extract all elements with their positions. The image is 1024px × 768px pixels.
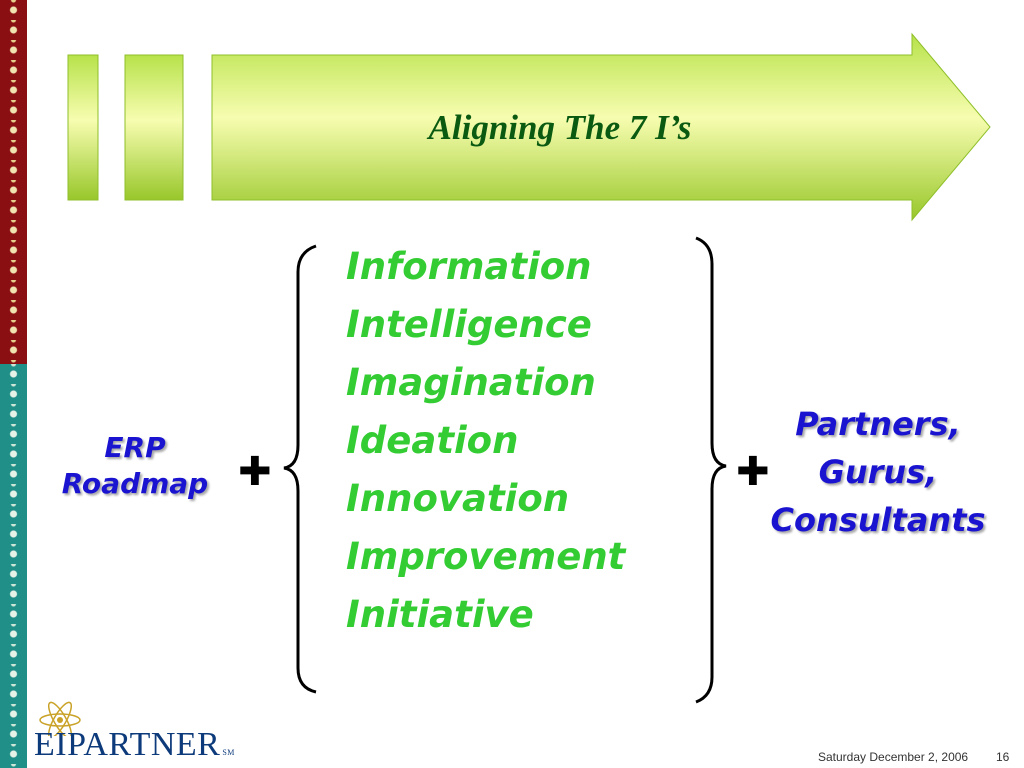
- list-item: Information: [346, 245, 592, 288]
- logo-name: EIPARTNER: [34, 726, 221, 763]
- erp-roadmap-label: ERP Roadmap: [40, 430, 230, 502]
- plus-sign-left: ✚: [238, 449, 272, 495]
- list-item: Improvement: [346, 535, 626, 578]
- seven-i-list: Information Intelligence Imagination Ide…: [346, 238, 625, 644]
- atom-icon: [39, 701, 81, 736]
- banner-arrow-shape: [211, 32, 991, 222]
- label-line: Gurus,: [818, 453, 938, 491]
- decorative-border-bottom: [0, 364, 27, 768]
- label-line: ERP: [104, 431, 166, 464]
- label-line: Roadmap: [61, 467, 209, 500]
- title-banner-arrow: [67, 32, 991, 222]
- partners-label: Partners, Gurus, Consultants: [740, 400, 1016, 544]
- plus-sign-right: ✚: [736, 449, 770, 495]
- left-brace: [283, 244, 317, 694]
- page-number: 16: [996, 750, 1010, 764]
- list-item: Imagination: [346, 361, 596, 404]
- label-line: Consultants: [770, 501, 986, 539]
- banner-bar-1: [67, 54, 99, 201]
- footer-date: Saturday December 2, 2006: [818, 750, 969, 764]
- label-line: Partners,: [795, 405, 961, 443]
- decorative-border-top: [0, 0, 27, 364]
- right-brace: [695, 236, 727, 704]
- list-item: Initiative: [346, 593, 534, 636]
- banner-bar-2: [124, 54, 184, 201]
- list-item: Innovation: [346, 477, 570, 520]
- list-item: Ideation: [346, 419, 519, 462]
- service-mark: SM: [222, 748, 235, 757]
- slide-title: Aligning The 7 I’s: [428, 108, 692, 147]
- list-item: Intelligence: [346, 303, 592, 346]
